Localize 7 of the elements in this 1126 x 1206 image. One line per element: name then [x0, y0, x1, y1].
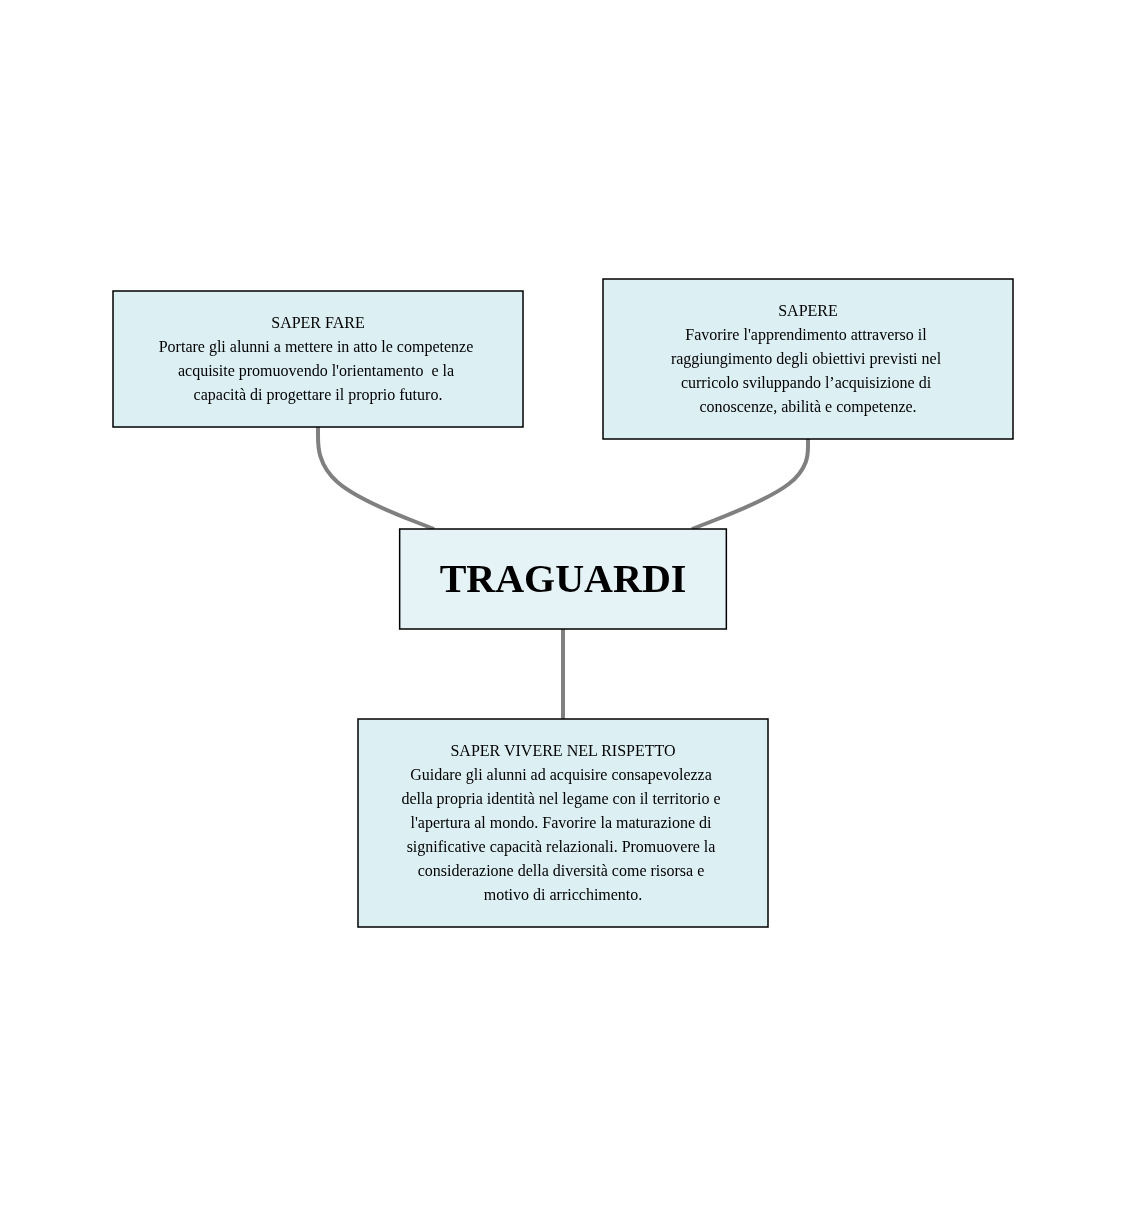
connector — [561, 629, 565, 719]
node-box: SAPER FARE Portare gli alunni a mettere in atto le competenze acquisite promuovendo l'orientamento e la capacità di progettare il proprio futuro. — [112, 290, 524, 428]
node-box: SAPERE Favorire l'apprendimento attraverso il raggiungimento degli obiettivi previsti nel curricolo sviluppando l’acquisizione di conoscenze, abilità e competenze. — [602, 278, 1014, 440]
connector — [691, 439, 810, 531]
node-box: TRAGUARDI — [398, 528, 728, 630]
connector — [316, 427, 435, 531]
node-box: SAPER VIVERE NEL RISPETTO Guidare gli alunni ad acquisire consapevolezza della propria identità nel legame con il territorio e l'apertura al mondo. Favorire la maturazione di significative capacità relazionali. Promuovere la considerazione della diversità come risorsa e motivo di arricchimento. — [357, 718, 769, 928]
